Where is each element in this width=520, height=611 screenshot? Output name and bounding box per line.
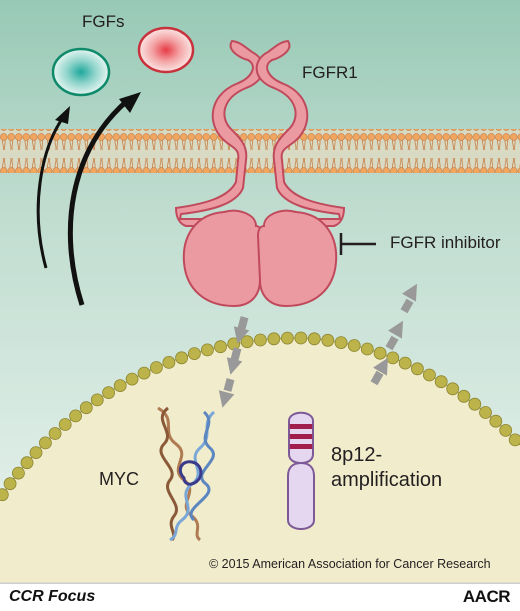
secretion-arrows [36, 92, 141, 306]
nuclear-bead [113, 379, 127, 393]
dna-helix-icon [157, 406, 216, 542]
label-fgfr-inhibitor: FGFR inhibitor [390, 233, 501, 252]
nuclear-bead [137, 366, 151, 380]
label-8p12-amplification: 8p12-amplification [331, 444, 443, 491]
nuclear-bead [410, 362, 424, 376]
nuclear-bead [175, 351, 189, 365]
nuclear-bead [39, 436, 52, 450]
nuclear-bead [468, 397, 482, 411]
copyright-notice: © 2015 American Association for Cancer R… [209, 557, 491, 571]
nuclear-bead [253, 333, 267, 347]
nuclear-bead [267, 332, 281, 346]
signaling-arrow-up [370, 283, 417, 386]
nuclear-bead [347, 339, 361, 352]
nuclear-bead [321, 333, 335, 347]
plasma-membrane [0, 129, 520, 173]
fgf-ligand-red-icon [137, 26, 195, 74]
nuclear-bead [457, 389, 471, 403]
nuclear-bead [508, 433, 520, 447]
nuclear-bead [489, 414, 503, 428]
journal-name: CCR Focus [9, 588, 96, 605]
nucleus [0, 331, 520, 583]
nuclear-bead [149, 361, 163, 374]
nuclear-bead [214, 340, 227, 354]
nuclear-bead [373, 346, 387, 360]
nuclear-bead [20, 456, 34, 470]
label-myc: MYC [99, 469, 139, 489]
nuclear-bead [102, 386, 115, 400]
nuclear-bead [294, 331, 308, 345]
nuclear-bead [479, 406, 492, 419]
nuclear-bead [334, 336, 348, 350]
signaling-arrow-down [218, 316, 250, 408]
nuclear-bead [125, 372, 139, 386]
nuclear-bead [3, 477, 17, 491]
nuclear-bead [200, 343, 214, 357]
publisher-logo: AACR [462, 587, 511, 606]
nuclear-bead [499, 423, 513, 437]
inhibition-symbol [339, 233, 376, 255]
nuclear-bead [280, 331, 294, 345]
nuclear-bead [0, 488, 9, 502]
chromosome-icon [287, 411, 315, 530]
nuclear-bead [29, 446, 43, 460]
nuclear-bead [446, 382, 460, 396]
nuclear-bead [307, 332, 321, 346]
nuclear-bead [187, 347, 201, 361]
fgf-ligand-teal-icon [51, 47, 111, 97]
nuclear-bead [69, 409, 82, 423]
nuclear-bead [360, 342, 374, 356]
nuclear-bead [240, 335, 254, 349]
label-fgfr1: FGFR1 [302, 63, 358, 82]
nuclear-bead [398, 356, 412, 370]
nuclear-bead [386, 351, 400, 365]
nuclear-bead [11, 466, 25, 480]
nuclear-bead [422, 368, 436, 382]
nuclear-bead [90, 393, 104, 407]
nuclear-envelope-beads [0, 331, 520, 502]
fgfr1-receptor [174, 39, 346, 308]
label-fgfs: FGFs [82, 12, 125, 31]
footer-bar: CCR Focus AACR [0, 583, 520, 611]
nuclear-bead [48, 427, 62, 440]
nuclear-bead [162, 355, 176, 369]
nuclear-bead [58, 418, 72, 431]
nuclear-bead [79, 401, 93, 415]
nuclear-bead [434, 375, 448, 389]
